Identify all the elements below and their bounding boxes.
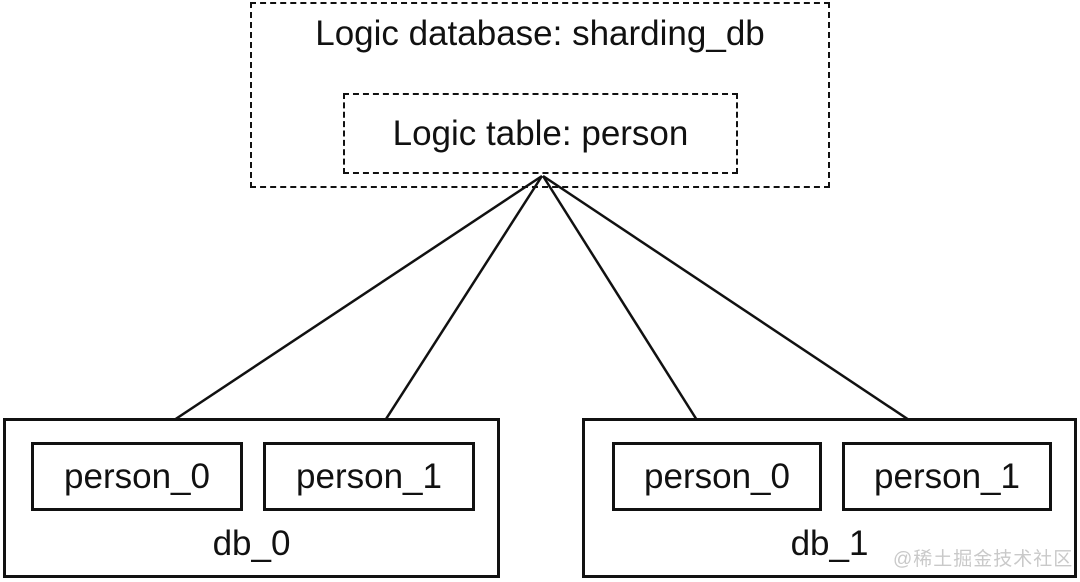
physical-table-label: person_1 — [296, 456, 442, 496]
logic-table-box: Logic table: person — [343, 93, 738, 174]
physical-table-box-db0-person0: person_0 — [31, 442, 243, 511]
mapping-line-db1-person1 — [542, 174, 946, 446]
mapping-line-db1-person0 — [541, 175, 714, 445]
physical-table-box-db1-person1: person_1 — [842, 442, 1052, 511]
physical-db-label-db1: db_1 — [790, 524, 869, 563]
logic-database-box — [250, 2, 830, 188]
physical-db-label-db0: db_0 — [212, 524, 291, 563]
mapping-line-db0-person1 — [368, 175, 544, 445]
logic-table-label: Logic table: person — [392, 113, 689, 153]
physical-table-box-db0-person1: person_1 — [263, 442, 475, 511]
watermark-text: @稀土掘金技术社区 — [893, 549, 1074, 570]
physical-table-label: person_0 — [64, 456, 210, 496]
physical-table-label: person_1 — [874, 456, 1020, 496]
physical-table-label: person_0 — [644, 456, 790, 496]
mapping-line-db0-person0 — [137, 174, 543, 446]
physical-table-box-db1-person0: person_0 — [612, 442, 822, 511]
logic-database-label: Logic database: sharding_db — [315, 14, 765, 53]
